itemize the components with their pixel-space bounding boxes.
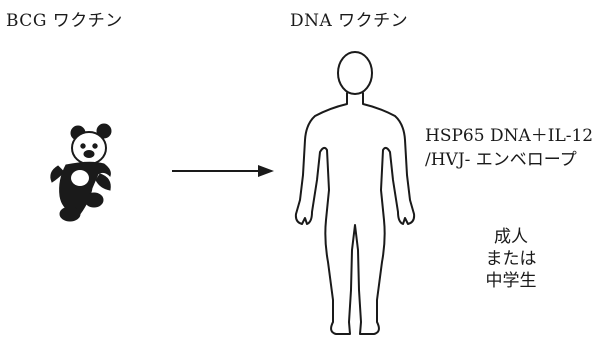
target-group-line3: 中学生 <box>470 270 552 292</box>
arrow-right-icon <box>172 165 274 177</box>
target-group-line1: 成人 <box>470 226 552 248</box>
teddy-bear-icon <box>51 124 111 221</box>
target-group-label: 成人 または 中学生 <box>470 226 552 292</box>
construct-label-line1: HSP65 DNA＋IL-12 <box>425 128 593 145</box>
target-group-line2: または <box>470 248 552 270</box>
construct-label-line2: /HVJ- エンベロープ <box>425 152 577 169</box>
human-figure-icon <box>296 52 414 334</box>
